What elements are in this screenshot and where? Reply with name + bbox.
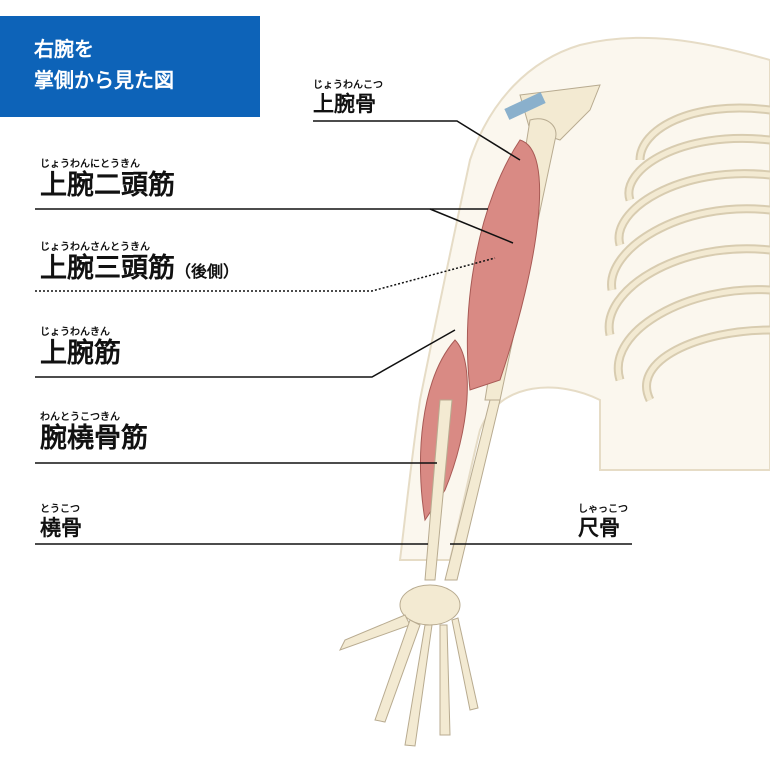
biceps-leader-2 <box>429 208 514 244</box>
ruby: しゃっこつ <box>578 504 628 515</box>
ruby: じょうわんさんとうきん <box>40 242 150 253</box>
radius-bone <box>424 399 453 581</box>
label-ulna: しゃっこつ 尺骨 <box>578 500 628 541</box>
tendon-blue <box>504 92 546 120</box>
humerus-leader <box>313 120 521 161</box>
label-brachioradialis: わんとうこつきん 腕橈骨筋 <box>40 408 148 455</box>
ruby: じょうわんきん <box>40 327 110 338</box>
label-text: 橈骨 <box>40 516 82 540</box>
ruby: じょうわんにとうきん <box>40 159 140 170</box>
title-line-1: 右腕を <box>34 37 94 61</box>
label-text: 上腕筋 <box>40 338 121 369</box>
label-radius: とうこつ 橈骨 <box>40 500 82 541</box>
ruby: じょうわんこつ <box>313 80 383 91</box>
label-text: 尺骨 <box>578 516 620 540</box>
triceps-leader <box>35 257 496 292</box>
leader-lines <box>35 120 632 545</box>
label-biceps: じょうわんにとうきん 上腕二頭筋 <box>40 155 175 202</box>
label-text: 腕橈骨筋 <box>40 423 148 454</box>
ruby: とうこつ <box>40 504 80 515</box>
label-triceps: じょうわんさんとうきん 上腕三頭筋（後側） <box>40 238 239 288</box>
label-note: （後側） <box>175 262 240 281</box>
ruby: わんとうこつきん <box>40 412 120 423</box>
label-humerus: じょうわんこつ 上腕骨 <box>313 76 383 117</box>
label-brachialis: じょうわんきん 上腕筋 <box>40 323 121 370</box>
title-line-2: 掌側から見た図 <box>34 68 174 92</box>
title-box: 右腕を 掌側から見た図 <box>0 16 260 117</box>
ribcage-fill <box>606 105 770 402</box>
ulna-bone <box>444 399 501 581</box>
label-text: 上腕三頭筋 <box>40 253 175 284</box>
label-text: 上腕二頭筋 <box>40 170 175 201</box>
label-text: 上腕骨 <box>313 92 376 116</box>
body-outline <box>398 36 770 561</box>
hand-bones <box>338 584 479 747</box>
brachialis-leader <box>35 329 456 378</box>
